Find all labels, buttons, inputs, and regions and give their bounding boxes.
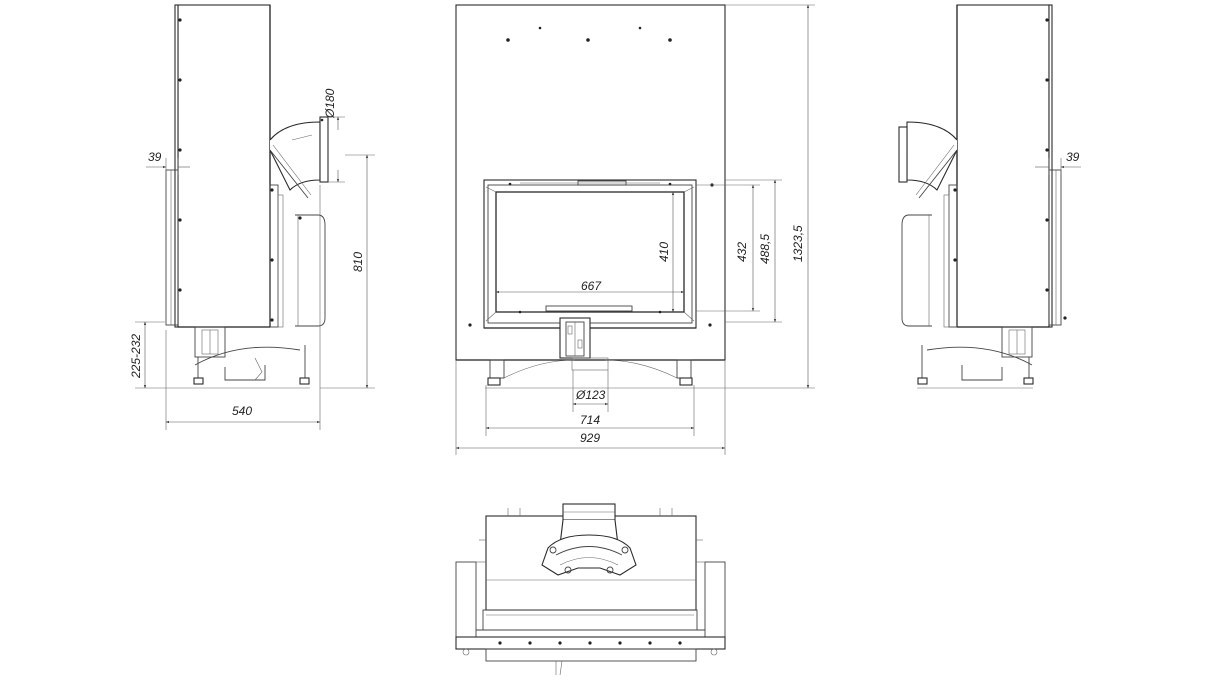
right-side-view — [898, 4, 1067, 389]
dim-right-flue-offset: 39 — [1066, 150, 1080, 164]
dim-front-base-width: 714 — [580, 413, 600, 427]
dim-left-feet-range: 225-232 — [129, 334, 143, 379]
left-side-view — [165, 4, 329, 389]
dim-front-outer-frame-height: 488,5 — [758, 234, 772, 264]
front-dimensions: 667 410 432 488,5 1323,5 Ø123 714 929 — [455, 4, 815, 455]
dim-front-opening-width: 667 — [581, 279, 602, 293]
top-view — [455, 503, 726, 676]
dim-front-air-inlet: Ø123 — [575, 388, 606, 402]
front-view — [455, 4, 726, 389]
dim-left-flue-offset: 39 — [148, 150, 162, 164]
dim-left-flue-diameter: Ø180 — [323, 88, 337, 119]
left-dimensions: 39 Ø180 810 225-232 540 — [129, 88, 375, 430]
right-dimensions: 39 — [1035, 150, 1081, 175]
dim-front-frame-height: 432 — [735, 242, 749, 262]
dim-front-glass-height: 410 — [657, 242, 671, 262]
dim-front-total-width: 929 — [580, 431, 600, 445]
dim-front-total-height: 1323,5 — [791, 225, 805, 262]
dim-left-depth: 540 — [232, 404, 252, 418]
dim-left-height-to-flue: 810 — [351, 252, 365, 272]
